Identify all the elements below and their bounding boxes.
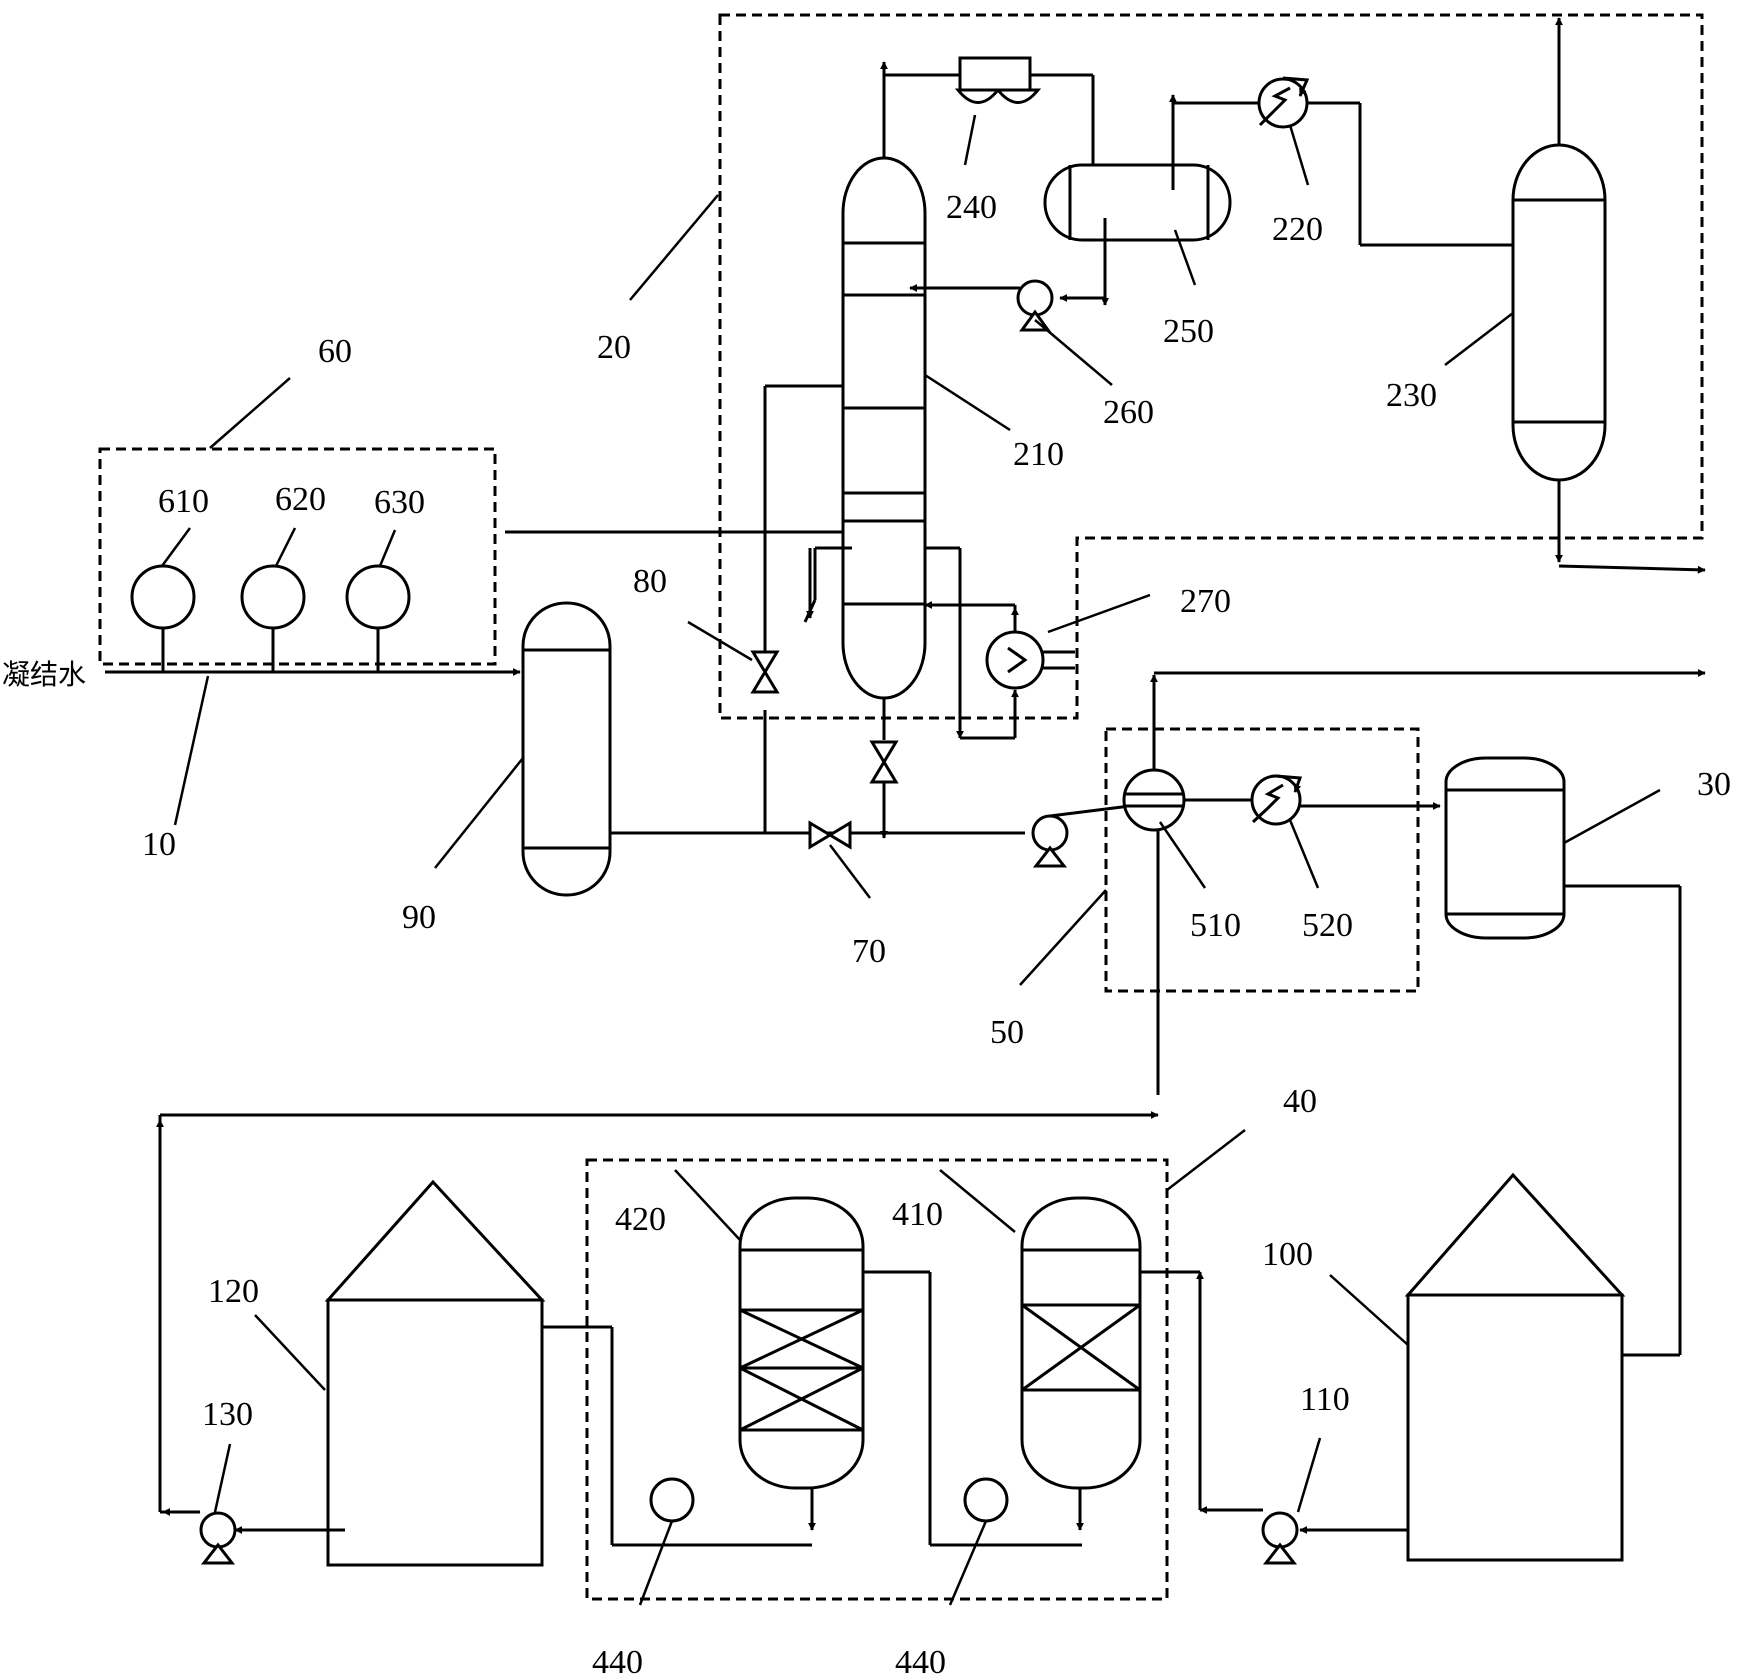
group-20-box	[718, 13, 1704, 720]
dosing-tank-610	[130, 564, 196, 672]
cooler-520	[1250, 774, 1441, 826]
inlet-label: 凝结水	[2, 658, 86, 691]
reboiler-270	[924, 601, 1075, 690]
pump-260	[1016, 279, 1054, 332]
label-10: 10	[142, 826, 176, 863]
main-outlet-line	[505, 382, 1025, 835]
column-bottom-line	[869, 698, 899, 839]
label-440a: 440	[592, 1644, 643, 1679]
label-110: 110	[1300, 1381, 1350, 1418]
dosing-tank-620	[240, 564, 306, 672]
label-270: 270	[1180, 583, 1231, 620]
heat-exchanger-220	[1257, 76, 1526, 249]
vessel-90	[521, 601, 612, 897]
label-230: 230	[1386, 377, 1437, 414]
label-440b: 440	[895, 1644, 946, 1679]
label-30: 30	[1697, 766, 1731, 803]
instrument-440a	[649, 1477, 695, 1523]
label-630: 630	[374, 484, 425, 521]
dosing-tank-630	[345, 564, 411, 672]
label-420: 420	[615, 1201, 666, 1238]
leader-lines	[160, 114, 1661, 1606]
vessel-30	[1444, 756, 1682, 1359]
label-130: 130	[202, 1396, 253, 1433]
ion-exchanger-420	[738, 1196, 865, 1531]
vessel-230	[1511, 17, 1706, 574]
instrument-440b	[963, 1477, 1009, 1523]
label-90: 90	[402, 899, 436, 936]
exchanger-510	[1122, 669, 1706, 1095]
label-510: 510	[1190, 907, 1241, 944]
label-120: 120	[208, 1273, 259, 1310]
group-40-box	[585, 1158, 1169, 1601]
label-610: 610	[158, 483, 209, 520]
label-260: 260	[1103, 394, 1154, 431]
group-50-box	[1104, 727, 1420, 993]
label-20: 20	[597, 329, 631, 366]
pump-110	[1129, 1268, 1408, 1565]
reflux-line	[909, 284, 1105, 302]
label-100: 100	[1262, 1236, 1313, 1273]
column-210	[841, 156, 927, 700]
pump-main	[1031, 804, 1131, 868]
tank-120	[234, 1179, 546, 1567]
tank-100	[1404, 1172, 1626, 1562]
label-50: 50	[990, 1014, 1024, 1051]
label-70: 70	[852, 933, 886, 970]
return-line-top	[156, 1111, 1159, 1514]
label-220: 220	[1272, 211, 1323, 248]
label-240: 240	[946, 189, 997, 226]
label-40: 40	[1283, 1083, 1317, 1120]
group-60-box	[98, 447, 497, 666]
label-410: 410	[892, 1196, 943, 1233]
label-620: 620	[275, 481, 326, 518]
label-60: 60	[318, 333, 352, 370]
reflux-drum-250	[1043, 94, 1260, 306]
pump-130	[162, 1508, 237, 1565]
valve-70	[808, 820, 852, 850]
column-side-lines	[803, 546, 1019, 740]
label-210: 210	[1013, 436, 1064, 473]
label-250: 250	[1163, 313, 1214, 350]
air-cooler-240	[954, 56, 1042, 104]
label-520: 520	[1302, 907, 1353, 944]
valve-80	[750, 650, 780, 694]
label-80: 80	[633, 563, 667, 600]
ion-exchanger-410	[1020, 1196, 1142, 1531]
